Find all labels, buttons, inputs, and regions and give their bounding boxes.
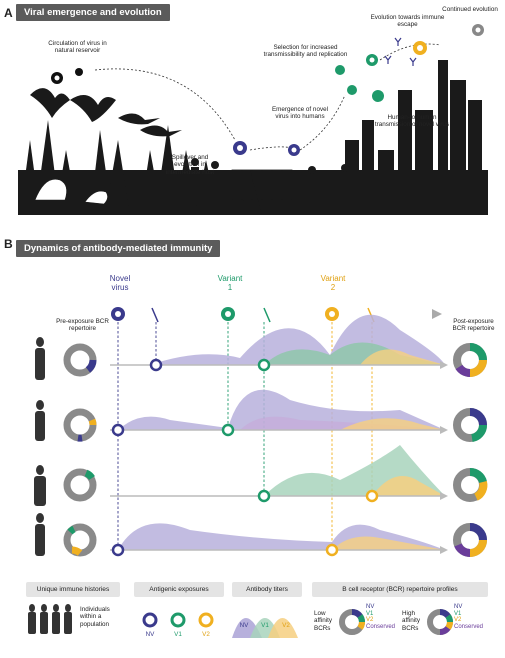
transmission-arrow: [249, 146, 293, 151]
label-escape: Evolution towards immune escape: [370, 14, 445, 29]
legend-graphics: [28, 604, 453, 638]
legend-bcr-title: B cell receptor (BCR) repertoire profile…: [312, 582, 488, 597]
pre-bcr-donut: [63, 343, 97, 557]
variant-2-icon: [325, 307, 339, 321]
bird-icon: [118, 113, 182, 137]
label-continued: Continued evolution: [442, 6, 498, 13]
label-spillover: Spillover and evolution in intermediate …: [165, 154, 215, 176]
label-reservoir: Circulation of virus in natural reservoi…: [48, 40, 107, 55]
intermediate-virus-icon: [233, 141, 300, 156]
legend-titer-v2: V2: [282, 622, 290, 629]
label-h2h: Human-to-human transmission of novel vir…: [374, 114, 450, 129]
legend-histories-title: Unique immune histories: [26, 582, 120, 597]
legend-exposure-nv: NV: [145, 631, 155, 638]
label-emergence: Emergence of novel virus into humans: [271, 106, 328, 121]
novel-virus-icon: [111, 307, 125, 321]
reservoir-virus-icon: [51, 68, 83, 84]
titer-row-1: [110, 314, 448, 372]
antibody-dynamics-chart: [34, 307, 488, 557]
legend-bcr-high: High affinity BCRs: [402, 610, 421, 632]
legend-exposures-title: Antigenic exposures: [134, 582, 224, 597]
panel-a-title: Viral emergence and evolution: [16, 4, 170, 21]
legend-bcr-low: Low affinity BCRs: [314, 610, 333, 632]
post-bcr-donut: [453, 343, 488, 557]
animal-icon: [34, 178, 108, 205]
city-skyline: [345, 60, 482, 215]
exposure-v1-icon: [170, 612, 186, 628]
legend-exposure-v2: V2: [202, 631, 210, 638]
legend-bcr-low-keys: NV V1 V2 Conserved: [366, 604, 396, 630]
bcr-high-donut: [427, 609, 453, 635]
titer-row-4: [110, 523, 448, 557]
panel-a-letter: A: [4, 6, 13, 20]
person-icon: [191, 158, 349, 203]
individual-icon: [34, 337, 46, 556]
variant-1-virus-icon: [335, 54, 384, 102]
titer-row-3: [110, 445, 448, 503]
label-selection: Selection for increased transmissibility…: [263, 44, 348, 59]
transmission-arrow: [379, 43, 441, 61]
bat-icon: [30, 88, 116, 122]
panel-a-illustration: [18, 24, 488, 215]
panel-b-title: Dynamics of antibody-mediated immunity: [16, 240, 221, 257]
variant-2-virus-icon: [413, 41, 427, 55]
legend-titers-title: Antibody titers: [232, 582, 302, 597]
transmission-arrow: [94, 68, 236, 141]
panel-b-letter: B: [4, 237, 13, 251]
legend-bcr-high-keys: NV V1 V2 Conserved: [454, 604, 484, 630]
variant-1-icon: [221, 307, 235, 321]
pre-exposure-label: Pre-exposure BCR repertoire: [56, 318, 109, 333]
legend-titer-nv: NV: [239, 622, 249, 629]
transmission-arrow: [299, 94, 346, 151]
legend-titer-v1: V1: [261, 622, 269, 629]
exposure-v2-icon: [198, 612, 214, 628]
exposure-nv-icon: [142, 612, 158, 628]
antibody-icon: [384, 37, 417, 66]
continued-virus-icon: [472, 24, 484, 36]
post-exposure-label: Post-exposure BCR repertoire: [452, 318, 495, 333]
legend-histories-text: Individuals within a population: [80, 606, 110, 628]
cage-icon: [231, 169, 293, 201]
population-icon: [28, 604, 72, 634]
titer-v2-shape: [268, 618, 298, 638]
legend-exposure-v1: V1: [174, 631, 182, 638]
bcr-low-donut: [339, 609, 365, 635]
titer-row-2: [110, 389, 448, 437]
